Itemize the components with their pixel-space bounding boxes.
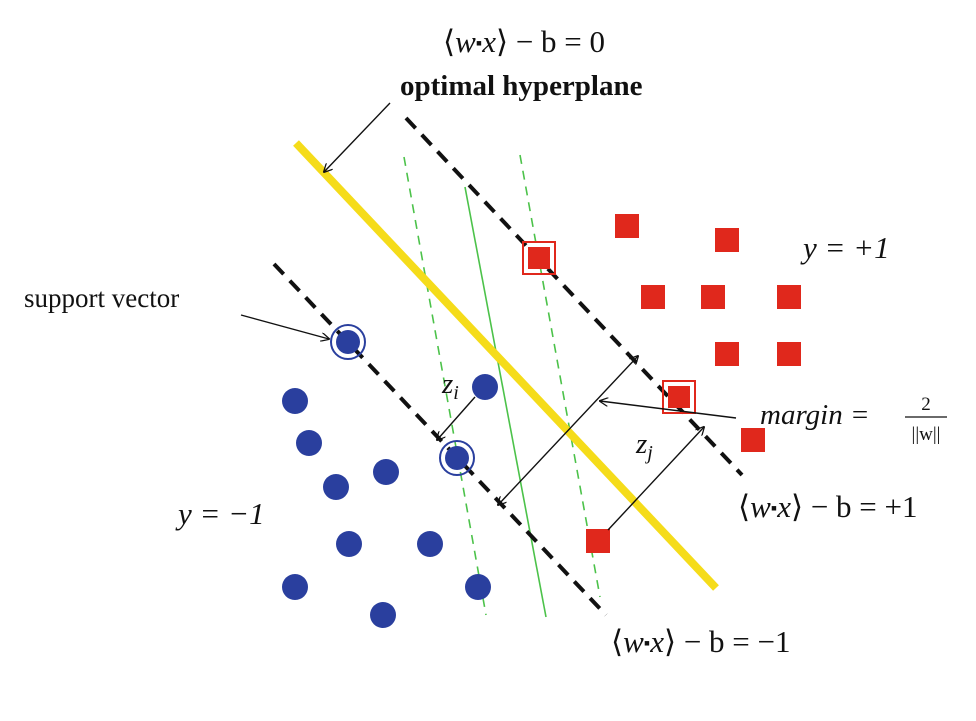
positive-point xyxy=(586,529,610,553)
positive-points xyxy=(586,214,801,553)
negative-point xyxy=(282,388,308,414)
negative-point xyxy=(323,474,349,500)
positive-support-vector xyxy=(662,380,696,414)
equation-plus-one: ⟨w▪x⟩ − b = +1 xyxy=(738,489,918,524)
negative-point xyxy=(282,574,308,600)
negative-point xyxy=(472,374,498,400)
zj-label: zj xyxy=(635,428,653,464)
equation-minus-one: ⟨w▪x⟩ − b = −1 xyxy=(611,624,791,659)
negative-point xyxy=(370,602,396,628)
negative-point xyxy=(373,459,399,485)
zj-arrow xyxy=(607,427,704,531)
zi-label: zi xyxy=(441,368,459,404)
margin-numerator: 2 xyxy=(921,394,931,415)
class-label-positive: y = +1 xyxy=(800,230,890,265)
negative-point xyxy=(296,430,322,456)
zi-arrow xyxy=(437,396,476,440)
hyperplane-title: optimal hyperplane xyxy=(400,70,643,102)
margin-line-plus xyxy=(404,116,744,477)
positive-point xyxy=(615,214,639,238)
negative-support-vector xyxy=(439,440,475,476)
optimal-hyperplane-line xyxy=(293,140,719,591)
positive-support-vector xyxy=(522,241,556,275)
equation-hyperplane: ⟨w▪x⟩ − b = 0 xyxy=(443,24,605,59)
margin-double-arrow xyxy=(498,356,638,505)
margin-denominator: ||w|| xyxy=(912,424,941,445)
negative-support-vector xyxy=(330,324,366,360)
margin-label: margin = xyxy=(760,399,870,431)
support-vector-label: support vector xyxy=(24,283,179,313)
positive-point xyxy=(777,285,801,309)
green-dashed-line-left xyxy=(403,156,487,616)
margin-line-minus xyxy=(272,262,608,617)
positive-point xyxy=(715,342,739,366)
positive-point xyxy=(777,342,801,366)
positive-point xyxy=(715,228,739,252)
negative-point xyxy=(336,531,362,557)
support-vector-pointer-arrow xyxy=(240,314,329,339)
positive-point xyxy=(741,428,765,452)
positive-point xyxy=(701,285,725,309)
negative-points xyxy=(282,374,498,628)
hyperplane-pointer-arrow xyxy=(324,102,391,172)
positive-point xyxy=(641,285,665,309)
class-label-negative: y = −1 xyxy=(175,496,265,531)
negative-point xyxy=(465,574,491,600)
negative-point xyxy=(417,531,443,557)
margin-pointer-arrow xyxy=(600,401,737,419)
